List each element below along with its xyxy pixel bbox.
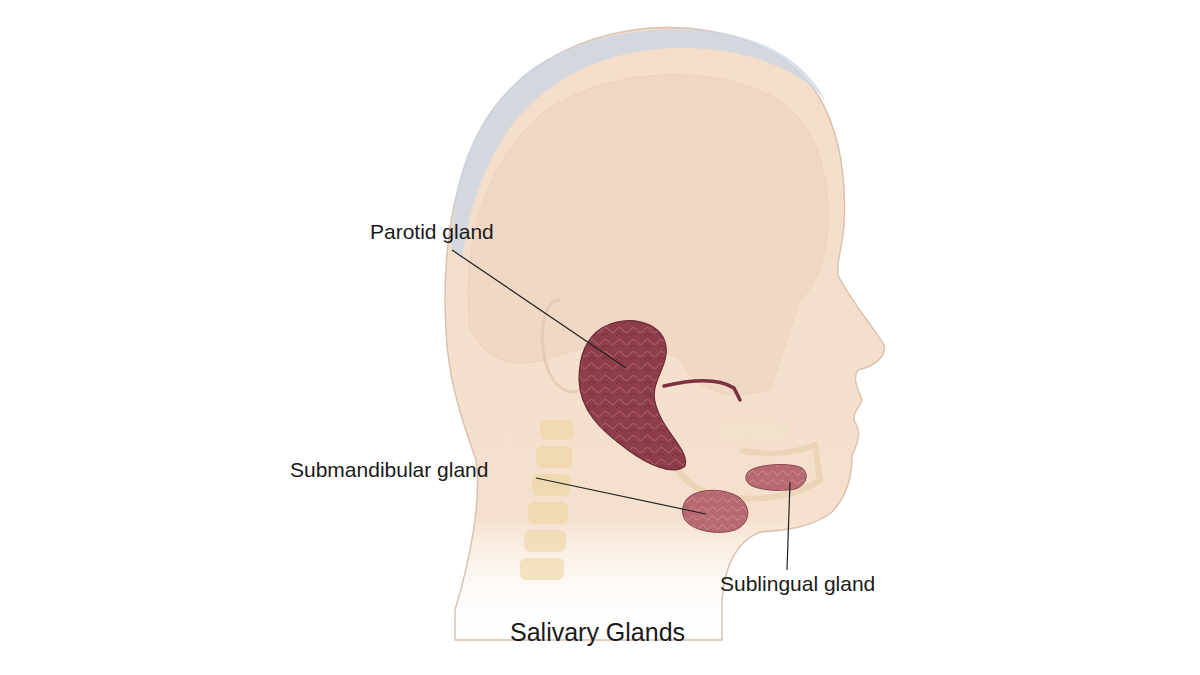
head-outline: [445, 28, 884, 640]
leader-line: [452, 250, 626, 368]
leader-line: [536, 478, 706, 514]
part-label: Parotid gland: [370, 220, 494, 244]
part-label: Submandibular gland: [290, 458, 488, 482]
parotid-gland: [579, 321, 686, 470]
sublingual-gland: [746, 465, 806, 491]
teeth: [722, 422, 788, 438]
leader-line: [787, 482, 790, 570]
parotid-duct: [664, 381, 740, 400]
caption: Salivary Glands: [510, 618, 685, 647]
part-label: Sublingual gland: [720, 572, 875, 596]
cervical-spine: [520, 420, 574, 580]
